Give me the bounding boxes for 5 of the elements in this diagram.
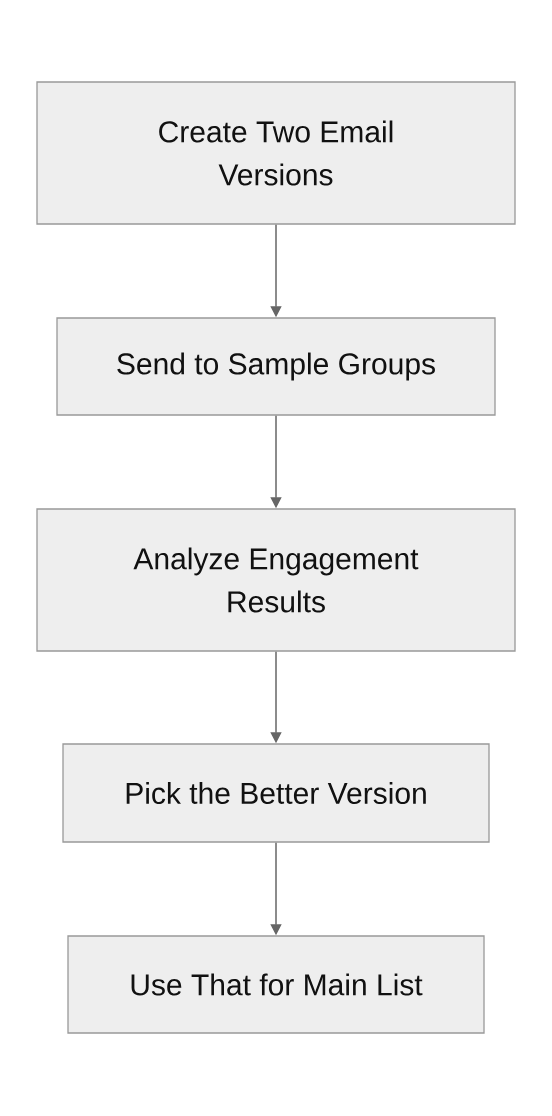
process-box: Use That for Main List bbox=[67, 935, 485, 1034]
process-box: Send to Sample Groups bbox=[56, 317, 496, 416]
process-box: Create Two Email Versions bbox=[36, 81, 516, 225]
process-box: Pick the Better Version bbox=[62, 743, 490, 843]
process-box: Analyze Engagement Results bbox=[36, 508, 516, 652]
